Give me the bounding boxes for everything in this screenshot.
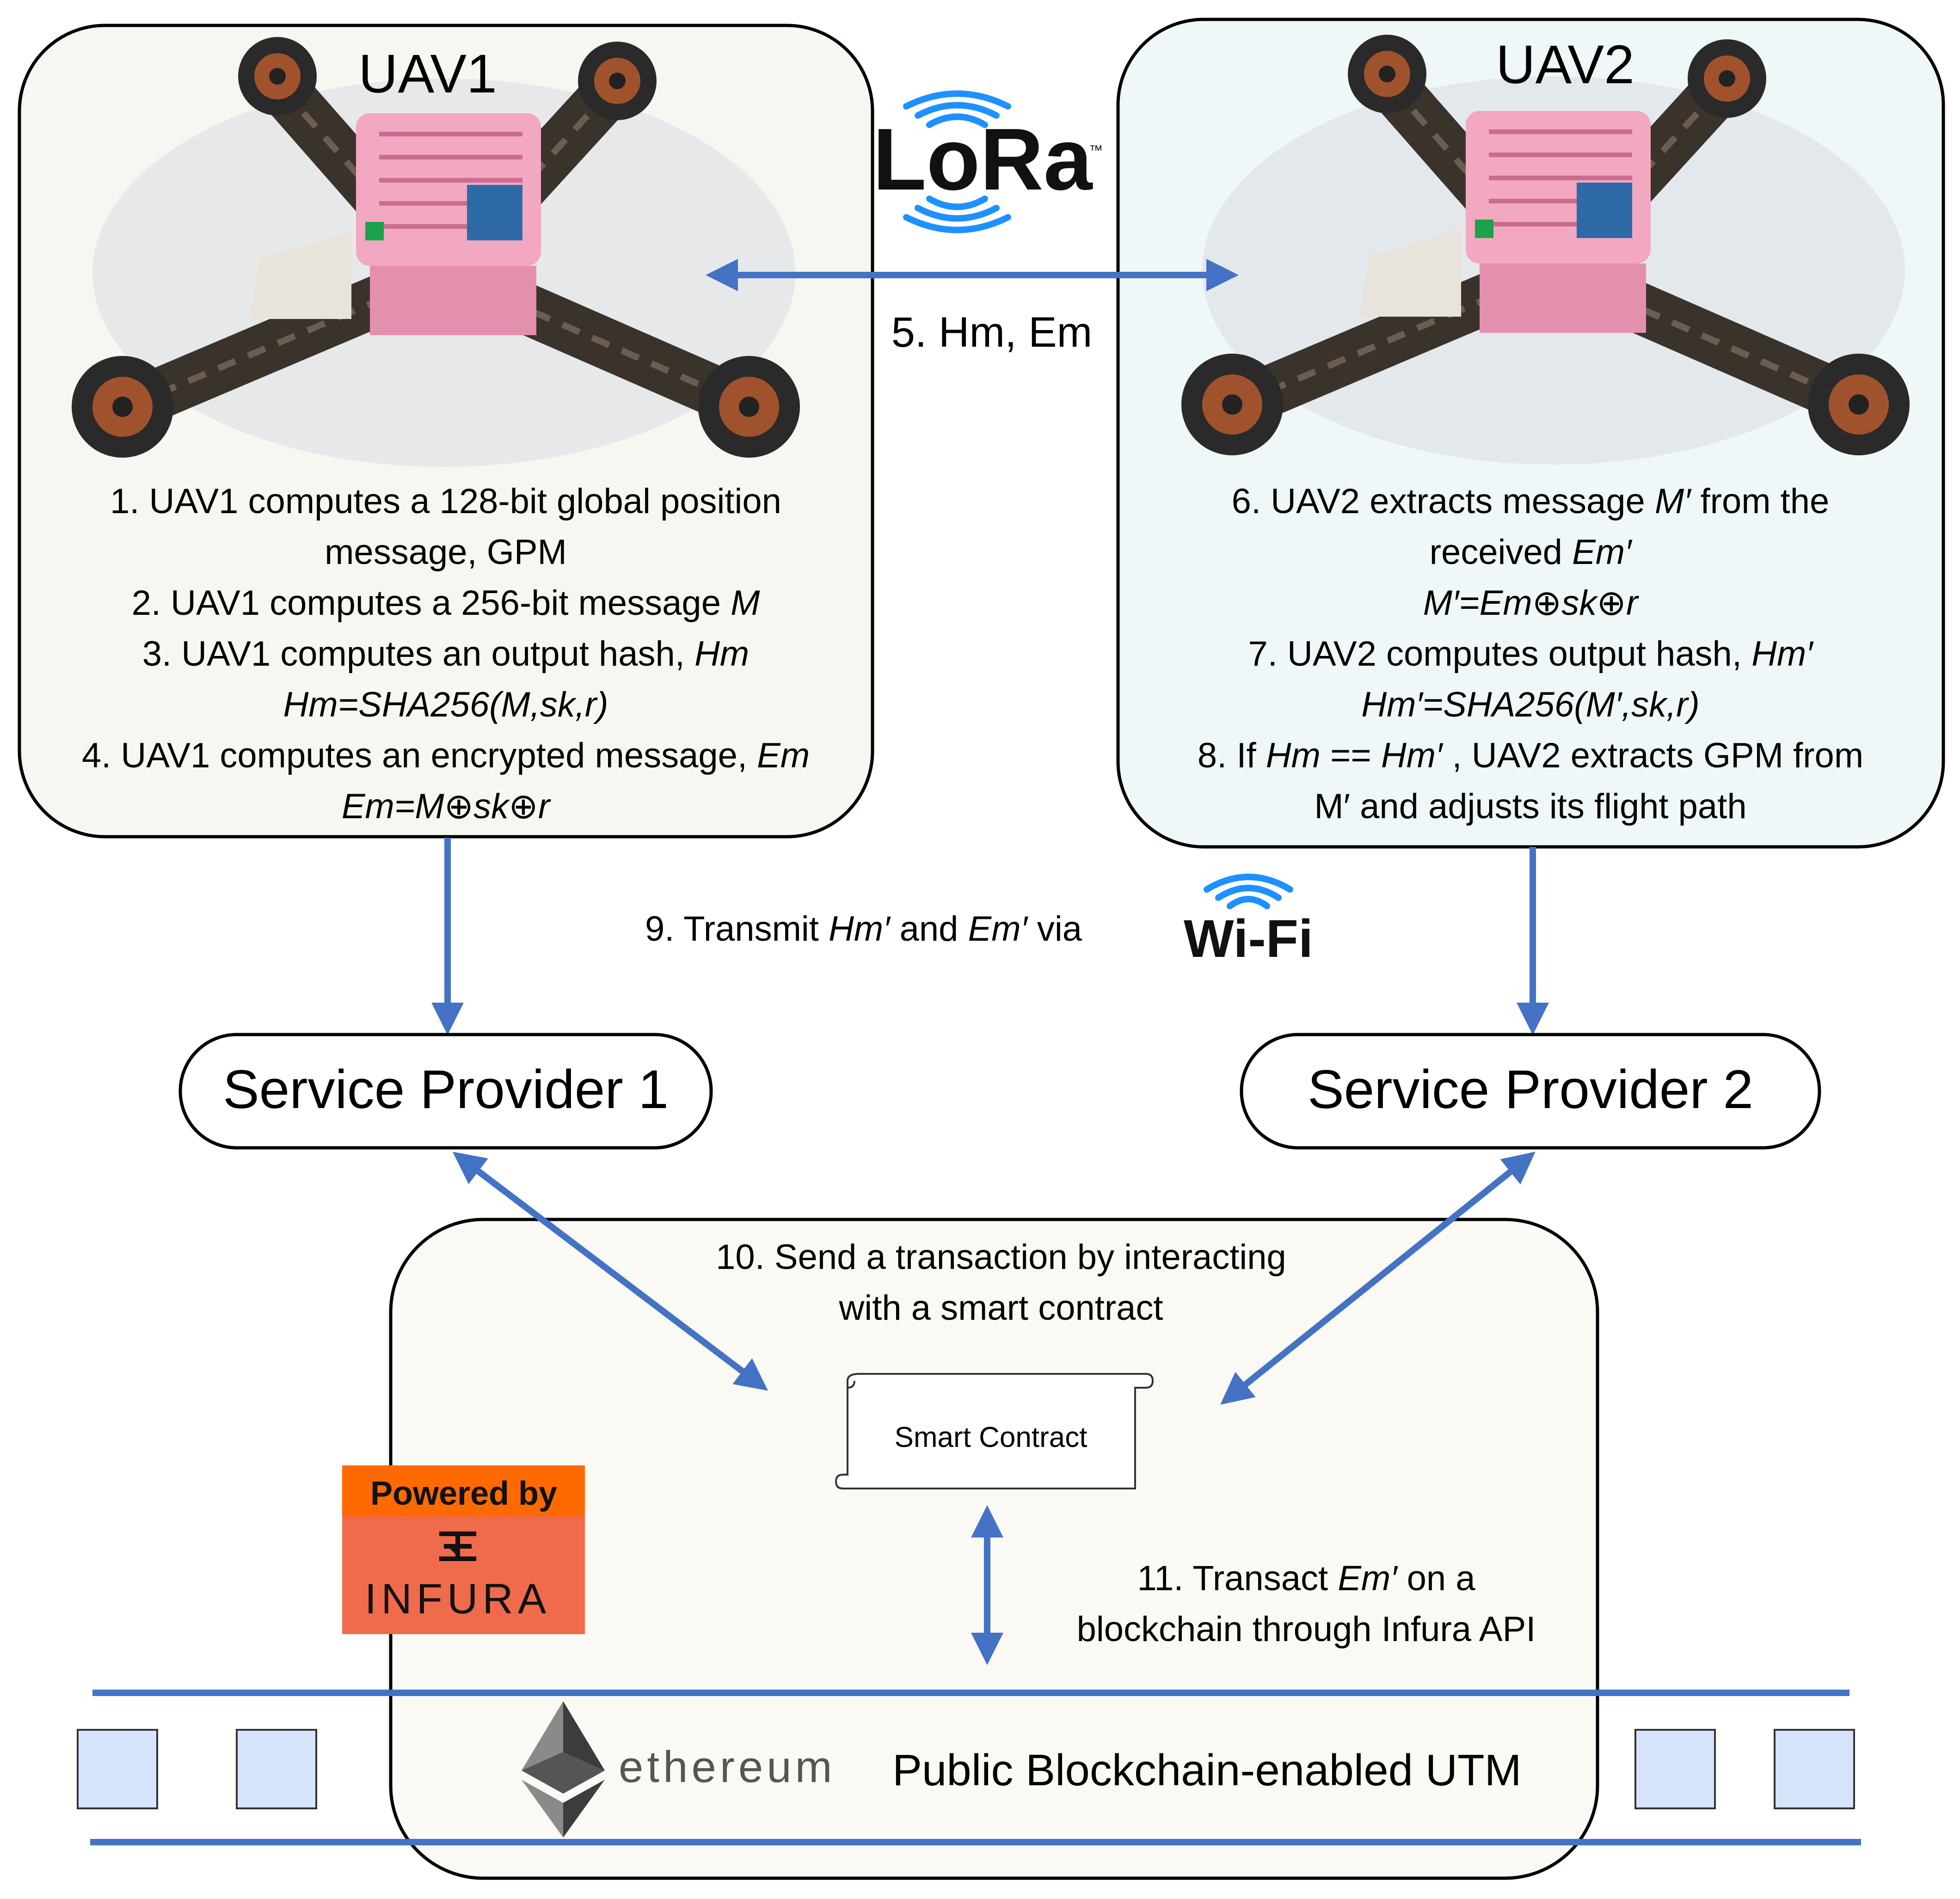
- infura-step-line-2-run-1: blockchain through Infura API: [1077, 1610, 1536, 1649]
- infura-step-line-1-run-2: Em′: [1338, 1559, 1398, 1598]
- smart-contract-scroll: Smart Contract: [835, 1373, 1154, 1489]
- lora-logo: LoRa ™: [873, 90, 1103, 233]
- ethereum-logo: [522, 1701, 605, 1838]
- uav1-title: UAV1: [358, 43, 497, 104]
- service-provider-1-label: Service Provider 1: [223, 1059, 669, 1120]
- uav2-step-line-6-run-1: 8. If: [1198, 736, 1266, 775]
- uav2-step-line-7-run-1: M′ and adjusts its flight path: [1314, 787, 1746, 826]
- infura-step-line-1: 11. Transact Em′ on a: [1137, 1559, 1476, 1598]
- uav2-step-line-6: 8. If Hm == Hm′ , UAV2 extracts GPM from: [1198, 736, 1863, 775]
- transmit-label: 9. Transmit Hm′ and Em′ via: [645, 909, 1082, 949]
- uav1-step-line-5: Hm=SHA256(M,sk,r): [283, 685, 608, 724]
- uav1-step-line-2-run-1: message, GPM: [325, 533, 567, 572]
- transmit-label-run-5: via: [1027, 909, 1082, 949]
- uav2-step-line-6-run-2: Hm: [1266, 736, 1321, 775]
- uav2-step-line-4-run-2: Hm′: [1751, 634, 1814, 674]
- uav2-step-line-1: 6. UAV2 extracts message M′ from the: [1232, 482, 1830, 521]
- uav2-step-line-6-run-3: ==: [1321, 736, 1381, 775]
- lora-link-label: 5. Hm, Em: [891, 309, 1092, 356]
- uav2-step-line-3-run-1: M′=Em⊕sk⊕r: [1423, 583, 1639, 623]
- uav1-step-line-4: 3. UAV1 computes an output hash, Hm: [142, 634, 749, 674]
- uav2-step-line-4: 7. UAV2 computes output hash, Hm′: [1248, 634, 1814, 674]
- uav2-step-line-1-run-3: from the: [1690, 482, 1829, 521]
- infura-step-label: 11. Transact Em′ on a blockchain through …: [1077, 1559, 1536, 1649]
- infura-symbol-icon: [439, 1531, 476, 1561]
- uav1-step-line-3-run-1: 2. UAV1 computes a 256-bit message: [132, 583, 731, 623]
- uav2-step-line-7: M′ and adjusts its flight path: [1314, 787, 1746, 826]
- uav1-step-line-6-run-2: Em: [757, 736, 810, 775]
- uav1-step-line-6: 4. UAV1 computes an encrypted message, E…: [82, 736, 810, 775]
- blockchain-caption: Public Blockchain-enabled UTM: [892, 1746, 1522, 1795]
- service-provider-2-label: Service Provider 2: [1308, 1059, 1753, 1120]
- uav1-step-line-3: 2. UAV1 computes a 256-bit message M: [132, 583, 761, 623]
- transmit-label-run-3: and: [890, 909, 968, 949]
- uav1-step-line-6-run-1: 4. UAV1 computes an encrypted message,: [82, 736, 757, 775]
- infura-step-line-1-run-1: 11. Transact: [1137, 1559, 1338, 1598]
- sp2-contract-arrow: [1220, 1152, 1536, 1405]
- uav1-step-line-5-run-1: Hm=SHA256(M,sk,r): [283, 685, 608, 724]
- transmit-label-run-2: Hm′: [829, 909, 891, 949]
- transaction-label-line-2: with a smart contract: [838, 1288, 1163, 1328]
- uav2-step-line-1-run-1: 6. UAV2 extracts message: [1232, 482, 1655, 521]
- wifi-wordmark: Wi-Fi: [1184, 909, 1313, 968]
- uav1-steps: 1. UAV1 computes a 128-bit global positi…: [82, 482, 810, 826]
- block-4: [1774, 1729, 1855, 1809]
- block-1: [77, 1729, 158, 1809]
- infura-badge: Powered by INFURA: [342, 1465, 585, 1634]
- uav1-step-line-7-run-1: Em=M⊕sk⊕r: [342, 787, 551, 826]
- uav2-step-line-2-run-1: received: [1430, 533, 1572, 572]
- lora-wordmark: LoRa: [873, 110, 1093, 208]
- block-3: [1634, 1729, 1716, 1809]
- smart-contract-label: Smart Contract: [895, 1421, 1088, 1453]
- uav2-step-line-5: Hm′=SHA256(M′,sk,r): [1361, 685, 1700, 724]
- service-provider-2-box: [1240, 1033, 1821, 1150]
- ethereum-wordmark: ethereum: [619, 1742, 836, 1792]
- uav2-step-line-2-run-2: Em′: [1572, 533, 1633, 572]
- uav2-step-line-1-run-2: M′: [1655, 482, 1692, 521]
- transaction-label-line-1: 10. Send a transaction by interacting: [716, 1237, 1286, 1277]
- uav1-step-line-7: Em=M⊕sk⊕r: [342, 787, 551, 826]
- uav2-step-line-2: received Em′: [1430, 533, 1633, 572]
- uav1-step-line-3-run-2: M: [731, 583, 760, 623]
- uav1-step-line-2: message, GPM: [325, 533, 567, 572]
- uav2-drone-photo: [1181, 35, 1910, 465]
- uav2-title: UAV2: [1496, 34, 1634, 95]
- uav1-step-line-1-run-1: 1. UAV1 computes a 128-bit global positi…: [110, 482, 781, 521]
- lora-trademark: ™: [1089, 143, 1103, 158]
- uav1-step-line-4-run-1: 3. UAV1 computes an output hash,: [142, 634, 694, 674]
- infura-step-line-2: blockchain through Infura API: [1077, 1610, 1536, 1649]
- transmit-label-run-1: 9. Transmit: [645, 909, 829, 949]
- uav2-step-line-6-run-4: Hm′: [1381, 736, 1444, 775]
- uav1-step-line-1: 1. UAV1 computes a 128-bit global positi…: [110, 482, 781, 521]
- service-provider-1-box: [178, 1033, 713, 1150]
- block-2: [236, 1729, 317, 1809]
- infura-powered-by: Powered by: [370, 1475, 557, 1512]
- uav2-step-line-5-run-1: Hm′=SHA256(M′,sk,r): [1361, 685, 1700, 724]
- uav2-step-line-4-run-1: 7. UAV2 computes output hash,: [1248, 634, 1751, 674]
- uav2-step-line-6-run-5: , UAV2 extracts GPM from: [1442, 736, 1863, 775]
- uav2-step-line-3: M′=Em⊕sk⊕r: [1423, 583, 1639, 623]
- infura-name: INFURA: [365, 1575, 551, 1623]
- sp1-contract-arrow: [452, 1152, 768, 1391]
- uav2-steps: 6. UAV2 extracts message M′ from the rece…: [1198, 482, 1863, 826]
- uav1-step-line-4-run-2: Hm: [694, 634, 749, 674]
- transmit-label-run-4: Em′: [968, 909, 1029, 949]
- uav1-drone-photo: [72, 37, 800, 467]
- infura-step-line-1-run-3: on a: [1397, 1559, 1475, 1598]
- wifi-logo: Wi-Fi: [1184, 874, 1313, 968]
